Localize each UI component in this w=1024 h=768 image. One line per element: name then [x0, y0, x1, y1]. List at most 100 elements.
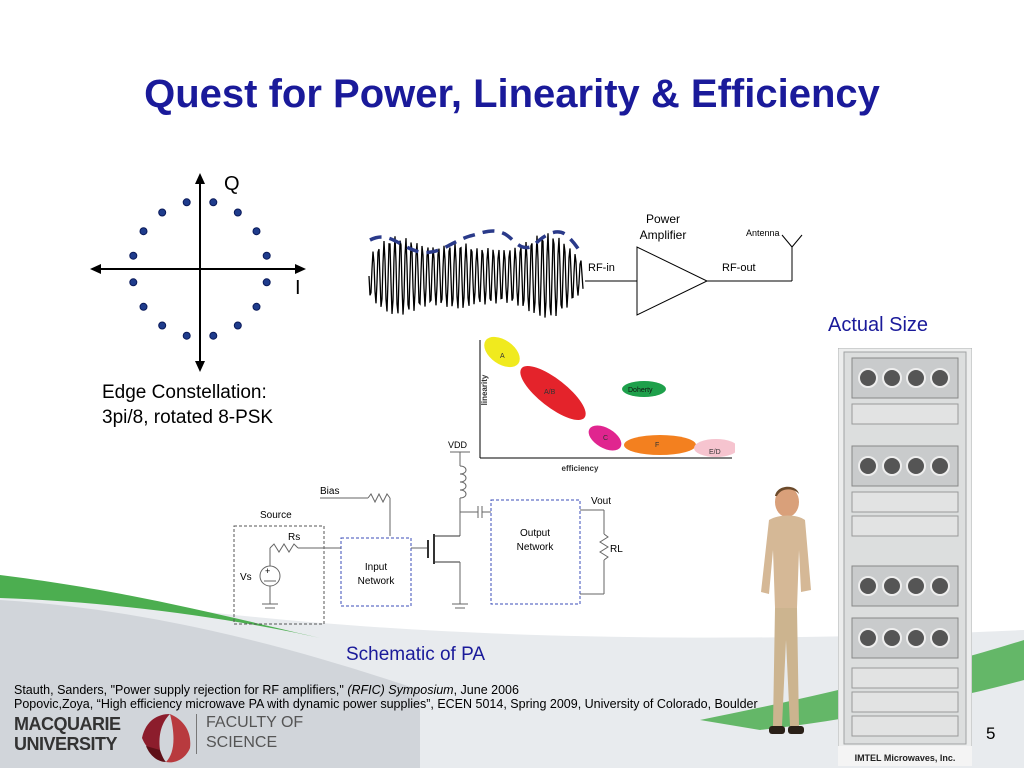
constellation-point [262, 278, 271, 287]
rs-label: Rs [288, 532, 300, 543]
rack-caption: Actual Size [828, 314, 929, 336]
constellation-point [209, 198, 218, 207]
class-f-label: F [655, 442, 659, 449]
constellation-diagram: Q I [90, 173, 306, 372]
constellation-point [209, 331, 218, 340]
constellation-caption: Edge Constellation: 3pi/8, rotated 8-PSK [102, 380, 273, 430]
antenna-icon [781, 234, 793, 248]
lighthouse-emblem-icon [142, 714, 191, 763]
pa-block-diagram: Power Amplifier RF-in RF-out Antenna [585, 212, 803, 316]
source-label: Source [260, 510, 292, 521]
fan-icon [906, 628, 926, 648]
rack-brand: IMTEL Microwaves, Inc. [855, 753, 956, 763]
rack-panel [851, 667, 959, 689]
amplifier-triangle [636, 246, 709, 316]
class-ed-ellipse [694, 439, 735, 457]
rs-resistor [269, 543, 299, 553]
tradeoff-chart: linearity efficiency A A/B C F E/D Doher… [479, 336, 735, 473]
rack-panel [851, 691, 959, 713]
class-f-ellipse [624, 435, 696, 455]
chart-xlabel: efficiency [562, 464, 599, 473]
constellation-point [233, 208, 242, 217]
constellation-points [129, 198, 271, 340]
constellation-point [182, 198, 191, 207]
fan-icon [882, 368, 902, 388]
class-c-label: C [603, 435, 608, 442]
constellation-point [182, 331, 191, 340]
rf-in-label: RF-in [588, 262, 615, 274]
fan-icon [930, 456, 950, 476]
person-pants [773, 608, 799, 726]
fan-icon [906, 368, 926, 388]
pa-schematic: VDD Bias Source Rs + Vs Input Network Ou… [233, 440, 623, 625]
fan-icon [858, 456, 878, 476]
fan-icon [882, 576, 902, 596]
chart-ylabel: linearity [480, 374, 489, 405]
vdd-label: VDD [448, 440, 468, 450]
reference-1: Stauth, Sanders, "Power supply rejection… [14, 683, 519, 697]
fan-icon [882, 628, 902, 648]
constellation-caption-line1: Edge Constellation: [102, 382, 267, 403]
rack-panel [851, 515, 959, 537]
fan-icon [930, 628, 950, 648]
person-head [775, 487, 799, 517]
source-box [233, 525, 325, 625]
rack-panel [851, 403, 959, 425]
q-axis-arrow [195, 173, 205, 184]
reference-1-venue: (RFIC) Symposium [347, 683, 454, 697]
envelope-dashed [369, 229, 581, 255]
rf-out-label: RF-out [722, 262, 756, 274]
reference-2: Popovic,Zoya, “High efficiency microwave… [14, 697, 758, 711]
input-network-line1: Input [365, 562, 387, 573]
constellation-point [252, 302, 261, 311]
output-network-box [490, 499, 581, 605]
pa-title-line2: Amplifier [640, 228, 687, 242]
rf-waveform [368, 229, 584, 318]
slide-title: Quest for Power, Linearity & Efficiency [144, 72, 880, 116]
i-axis-arrow [295, 264, 306, 274]
constellation-point [233, 321, 242, 330]
class-ab-ellipse [520, 366, 586, 420]
antenna-label: Antenna [746, 228, 780, 238]
i-axis-label: I [295, 277, 301, 299]
input-network-box [340, 537, 412, 607]
person-photo [761, 486, 811, 734]
vout-label: Vout [591, 496, 611, 507]
person-sweater [761, 515, 811, 608]
bias-resistor [367, 492, 391, 504]
constellation-point [139, 302, 148, 311]
rl-resistor [599, 533, 609, 561]
faculty-name-line2: SCIENCE [206, 734, 278, 751]
bias-label: Bias [320, 486, 339, 497]
university-name-line1: MACQUARIE [14, 714, 121, 734]
rack-panel [851, 491, 959, 513]
constellation-point [262, 251, 271, 260]
output-network-line2: Network [517, 542, 555, 553]
q-axis-label: Q [224, 173, 240, 195]
fan-icon [858, 628, 878, 648]
page-number: 5 [986, 724, 996, 743]
footer-wave-background [0, 575, 1024, 768]
svg-text:+: + [265, 566, 270, 576]
constellation-caption-line2: 3pi/8, rotated 8-PSK [102, 407, 274, 428]
constellation-point [252, 227, 261, 236]
constellation-point [139, 227, 148, 236]
fan-icon [930, 576, 950, 596]
fan-icon [858, 576, 878, 596]
equipment-rack-photo: IMTEL Microwaves, Inc. [838, 348, 972, 766]
class-c-ellipse [588, 425, 622, 451]
fan-icon [906, 576, 926, 596]
rack-units [851, 357, 959, 737]
doherty-ellipse [622, 381, 666, 397]
inductor [459, 465, 467, 499]
output-network-line1: Output [520, 528, 550, 539]
constellation-point [129, 278, 138, 287]
faculty-name-line1: FACULTY OF [206, 714, 304, 731]
class-ab-label: A/B [544, 389, 556, 396]
fan-icon [882, 456, 902, 476]
class-a-ellipse [484, 336, 520, 368]
rack-panel [851, 715, 959, 737]
vs-label: Vs [240, 572, 252, 583]
constellation-point [158, 208, 167, 217]
university-name-line2: UNIVERSITY [14, 734, 118, 754]
